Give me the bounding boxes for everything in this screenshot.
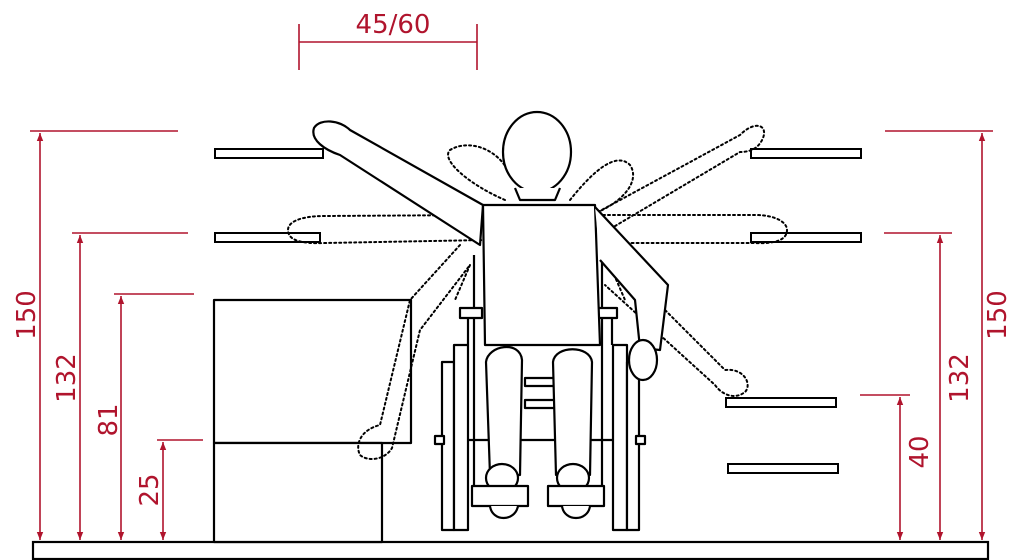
right-40-label: 40: [905, 435, 935, 468]
right-132-label: 132: [945, 353, 975, 403]
right-150-label: 150: [983, 290, 1013, 340]
left-150-label: 150: [12, 290, 42, 340]
low-cabinet: [212, 298, 413, 544]
right-middle-shelf: [750, 232, 862, 243]
left-upper-shelf: [214, 148, 324, 159]
right-bottom-shelf: [727, 463, 839, 474]
person: [312, 110, 670, 520]
reach-width-label: 45/60: [356, 10, 431, 40]
alternate-arm-positions: [286, 124, 789, 461]
floor: [31, 540, 990, 560]
dimension-lines: [30, 24, 993, 540]
left-middle-shelf: [214, 232, 321, 243]
right-lower-shelf: [725, 397, 837, 408]
left-132-label: 132: [52, 353, 82, 403]
right-upper-shelf: [750, 148, 862, 159]
left-81-label: 81: [94, 403, 124, 436]
left-25-label: 25: [135, 473, 165, 506]
